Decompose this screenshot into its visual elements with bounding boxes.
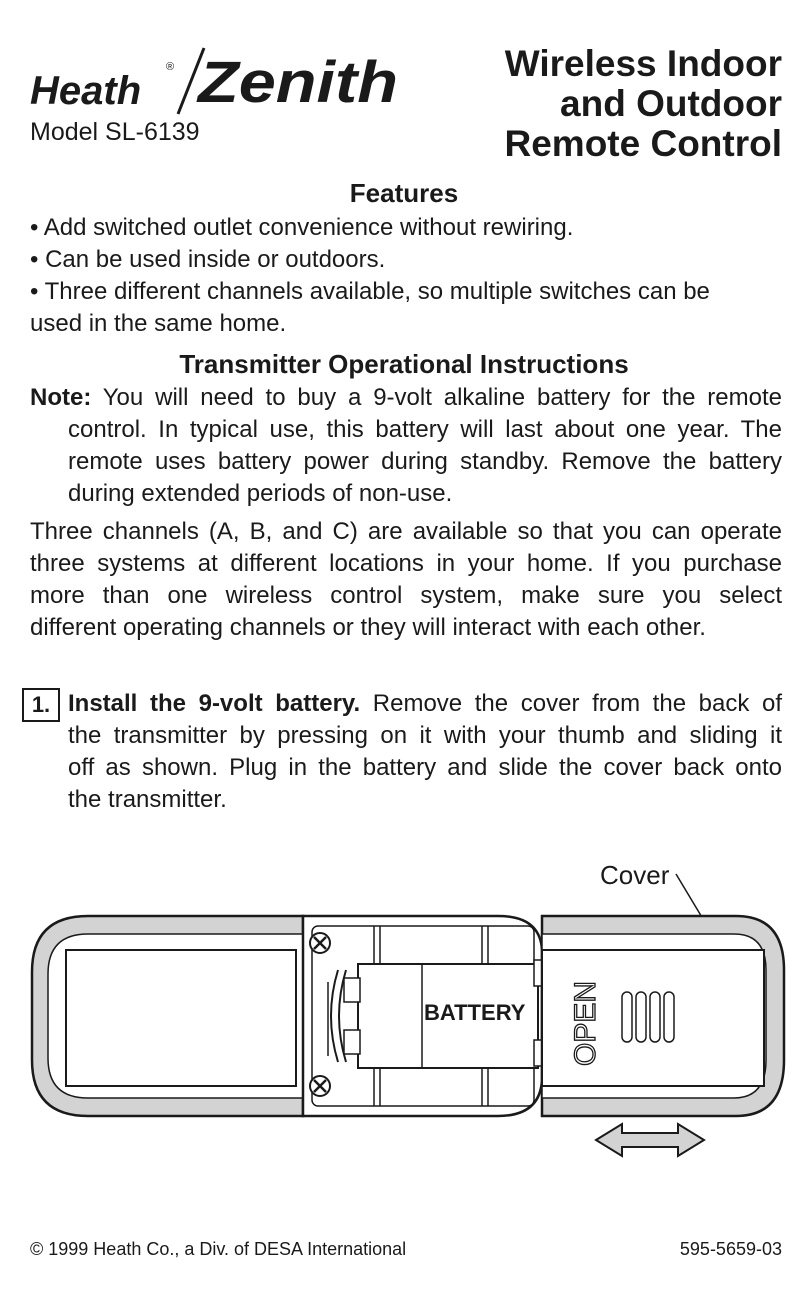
channels-line: more than one wireless control system, m… xyxy=(30,582,782,609)
screw-icon xyxy=(309,1075,331,1097)
features-heading: Features xyxy=(349,178,459,208)
logo-heath-text: Heath xyxy=(30,69,141,113)
open-label: OPEN xyxy=(569,981,602,1066)
note-line: control. In typical use, this battery wi… xyxy=(68,416,782,443)
part-number: 595-5659-03 xyxy=(679,1239,782,1259)
cover-label: Cover xyxy=(600,860,670,890)
note-label: Note: xyxy=(30,384,92,411)
registered-mark: ® xyxy=(166,61,174,73)
battery-label: BATTERY xyxy=(424,1000,526,1025)
feature-item: • Add switched outlet convenience withou… xyxy=(30,214,574,241)
channels-line: Three channels (A, B, and C) are availab… xyxy=(30,518,782,545)
channels-line: three systems at different locations in … xyxy=(30,550,782,577)
step1-line: the transmitter by pressing on it with y… xyxy=(68,722,782,749)
note-line: remote uses battery power during standby… xyxy=(68,448,782,475)
copyright-text: © 1999 Heath Co., a Div. of DESA Interna… xyxy=(30,1239,407,1259)
features-list: • Add switched outlet convenience withou… xyxy=(30,212,782,340)
feature-item: • Three different channels available, so… xyxy=(30,278,710,305)
model-number: Model SL-6139 xyxy=(30,118,200,146)
step1-bold: Install the 9-volt battery. xyxy=(68,690,361,717)
step-number: 1. xyxy=(22,688,60,722)
title-line: Wireless Indoor xyxy=(504,43,782,84)
slide-double-arrow-icon xyxy=(594,1122,706,1158)
battery-cover xyxy=(540,914,786,1118)
transmitter-left-housing xyxy=(30,914,305,1118)
title-line: Remote Control xyxy=(504,123,783,164)
note-line: during extended periods of non-use. xyxy=(68,480,453,507)
step1-line: off as shown. Plug in the battery and sl… xyxy=(68,754,782,781)
screw-icon xyxy=(309,932,331,954)
step1-paragraph: Install the 9-volt battery. Remove the c… xyxy=(30,688,782,816)
logo-slash xyxy=(176,47,206,115)
note-text: You will need to buy a 9-volt alkaline b… xyxy=(91,384,782,411)
feature-item: used in the same home. xyxy=(30,310,287,337)
transmitter-heading: Transmitter Operational Instructions xyxy=(179,349,629,379)
logo-zenith-text: Zenith xyxy=(196,50,398,115)
title-line: and Outdoor xyxy=(560,83,782,124)
feature-item: • Can be used inside or outdoors. xyxy=(30,246,386,273)
step1-line: the transmitter. xyxy=(68,786,227,813)
note-paragraph: Note: You will need to buy a 9-volt alka… xyxy=(30,382,782,510)
heath-zenith-logo: Heath ® Zenith xyxy=(30,47,398,115)
channels-line: different operating channels or they wil… xyxy=(30,614,706,641)
step1-text: Remove the cover from the back of xyxy=(360,690,783,717)
battery-icon xyxy=(343,959,543,1069)
transmitter-battery-diagram: Cover BAT xyxy=(30,860,786,1158)
product-title: Wireless Indoor and Outdoor Remote Contr… xyxy=(505,44,783,164)
channels-paragraph: Three channels (A, B, and C) are availab… xyxy=(30,516,782,644)
